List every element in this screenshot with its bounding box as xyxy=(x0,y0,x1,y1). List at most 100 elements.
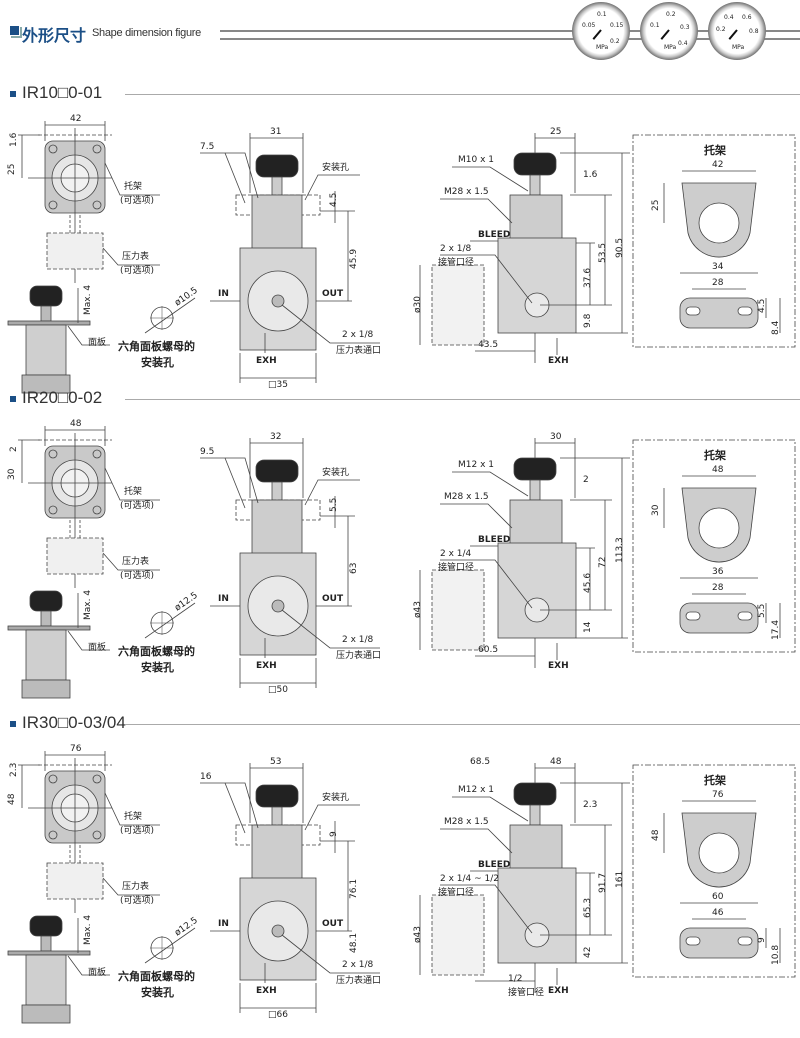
dim-gauge-offset: 43.5 xyxy=(478,340,499,350)
dim-top-offset: 2 xyxy=(9,446,19,452)
hole-caption-line1: 六角面板螺母的 xyxy=(118,970,195,983)
bleed-label: BLEED xyxy=(478,230,511,240)
knob-thread-label: M12 x 1 xyxy=(458,785,494,795)
hole-caption-line2: 安装孔 xyxy=(141,986,174,999)
page-title: 外形尺寸 xyxy=(22,26,87,45)
in-port-label: IN xyxy=(218,919,229,929)
dim-max-panel-thickness: Max. 4 xyxy=(83,284,93,315)
dim-bracket-foot-width: 36 xyxy=(712,567,724,577)
dim-front-hole-height: 9 xyxy=(329,831,339,837)
gauge-port-label: 压力表通口 xyxy=(336,346,382,356)
front-view-drawing xyxy=(200,438,380,688)
out-port-label: OUT xyxy=(322,594,344,604)
dim-upper-height: 53.5 xyxy=(598,242,608,263)
front-view-drawing xyxy=(200,763,380,1013)
mount-hole-label: 安装孔 xyxy=(322,793,350,803)
dim-bracket-height: 48 xyxy=(651,829,661,841)
dim-max-panel-thickness: Max. 4 xyxy=(83,589,93,620)
dim-upper-height: 72 xyxy=(598,556,608,568)
section-divider xyxy=(125,399,800,400)
dim-front-hole-offset: 9.5 xyxy=(200,447,215,457)
gauge-label: 0.2 xyxy=(666,11,676,18)
pipe-port-size: 2 x 1/8 xyxy=(440,244,472,254)
body-thread-label: M28 x 1.5 xyxy=(444,187,489,197)
dim-bracket-foot-width: 34 xyxy=(712,262,724,272)
model-section: IR30□0-03/04 xyxy=(0,713,800,1038)
gauge-port-label: 压力表通口 xyxy=(336,651,382,661)
bracket-optional-label: (可选项) xyxy=(120,196,155,206)
gauge-needle xyxy=(592,29,602,40)
section-bullet xyxy=(10,721,16,727)
dim-max-panel-thickness: Max. 4 xyxy=(83,914,93,945)
dim-top-height: 48 xyxy=(7,793,17,805)
hole-caption-line1: 六角面板螺母的 xyxy=(118,340,195,353)
dim-bracket-height: 25 xyxy=(651,199,661,211)
dim-total-height: 161 xyxy=(615,870,625,888)
hole-caption-line2: 安装孔 xyxy=(141,356,174,369)
panel-hole-drawing xyxy=(144,927,196,964)
bleed-label: BLEED xyxy=(478,535,511,545)
gauge-port-size: 2 x 1/8 xyxy=(342,330,374,340)
dim-side-width: 30 xyxy=(550,432,562,442)
bracket-detail-drawing xyxy=(632,764,796,978)
dim-bracket-slot-pitch: 46 xyxy=(712,908,724,918)
gauge-label: 压力表 xyxy=(122,557,150,567)
bleed-label: BLEED xyxy=(478,860,511,870)
dim-top-height: 25 xyxy=(7,163,17,175)
panel-label: 面板 xyxy=(88,338,107,348)
bracket-detail-drawing xyxy=(632,134,796,348)
pipe-port-label: 接管口径 xyxy=(438,888,475,898)
bracket-title: 托架 xyxy=(704,144,726,157)
gauge-needle xyxy=(660,29,670,40)
exhaust-label: EXH xyxy=(256,986,277,996)
dim-bottom-height: 42 xyxy=(583,946,593,958)
mount-hole-label: 安装孔 xyxy=(322,163,350,173)
section-divider xyxy=(125,724,800,725)
dim-bracket-slot-pitch: 28 xyxy=(712,278,724,288)
gauge-label: 0.2 xyxy=(716,26,726,33)
panel-mount-drawing xyxy=(7,915,110,1024)
top-view-drawing xyxy=(18,121,160,283)
section-divider xyxy=(125,94,800,95)
side-exhaust-label: EXH xyxy=(548,356,569,366)
gauge-port-size: 2 x 1/8 xyxy=(342,635,374,645)
gauge-label: 0.1 xyxy=(597,11,607,18)
dim-side-gap: 2 xyxy=(583,475,589,485)
gauge-label: 0.05 xyxy=(582,22,596,29)
dim-bracket-width: 76 xyxy=(712,790,724,800)
bracket-label: 托架 xyxy=(124,182,143,192)
dim-bracket-slot-height: 9 xyxy=(757,937,767,943)
dim-front-width: 32 xyxy=(270,432,282,442)
gauge-unit: MPa xyxy=(664,44,677,51)
bracket-title: 托架 xyxy=(704,774,726,787)
side-view-drawing xyxy=(419,133,630,363)
gauge-port-label: 压力表通口 xyxy=(336,976,382,986)
dim-upper-height: 91.7 xyxy=(598,872,608,893)
dim-total-height: 113.3 xyxy=(615,537,625,563)
dim-bracket-width: 42 xyxy=(712,160,724,170)
pipe-port-label: 接管口径 xyxy=(438,258,475,268)
dim-bracket-height: 30 xyxy=(651,504,661,516)
model-title: IR10□0-01 xyxy=(22,83,103,102)
dim-bracket-foot-height: 10.8 xyxy=(771,944,781,965)
page-subtitle: Shape dimension figure xyxy=(92,27,201,39)
gauge-optional-label: (可选项) xyxy=(120,571,155,581)
side-view-drawing xyxy=(419,763,630,993)
section-bullet xyxy=(10,91,16,97)
exhaust-label: EXH xyxy=(256,356,277,366)
section-header-icon xyxy=(9,25,20,36)
pipe-port-label: 接管口径 xyxy=(438,563,475,573)
in-port-label: IN xyxy=(218,289,229,299)
dim-front-width: 31 xyxy=(270,127,282,137)
dim-bracket-foot-height: 17.4 xyxy=(771,619,781,640)
pipe-port-size: 2 x 1/4 ~ 1/2 xyxy=(440,874,500,884)
dim-gauge-diameter: ø43 xyxy=(413,926,423,943)
gauge-label: 0.8 xyxy=(749,28,759,35)
gauge-optional-label: (可选项) xyxy=(120,896,155,906)
gauge-port-size: 2 x 1/8 xyxy=(342,960,374,970)
dim-top-width: 76 xyxy=(70,744,82,754)
out-port-label: OUT xyxy=(322,919,344,929)
dim-top-width: 48 xyxy=(70,419,82,429)
dim-bracket-foot-height: 8.4 xyxy=(771,320,781,335)
dim-body-height: 65.3 xyxy=(583,897,593,918)
